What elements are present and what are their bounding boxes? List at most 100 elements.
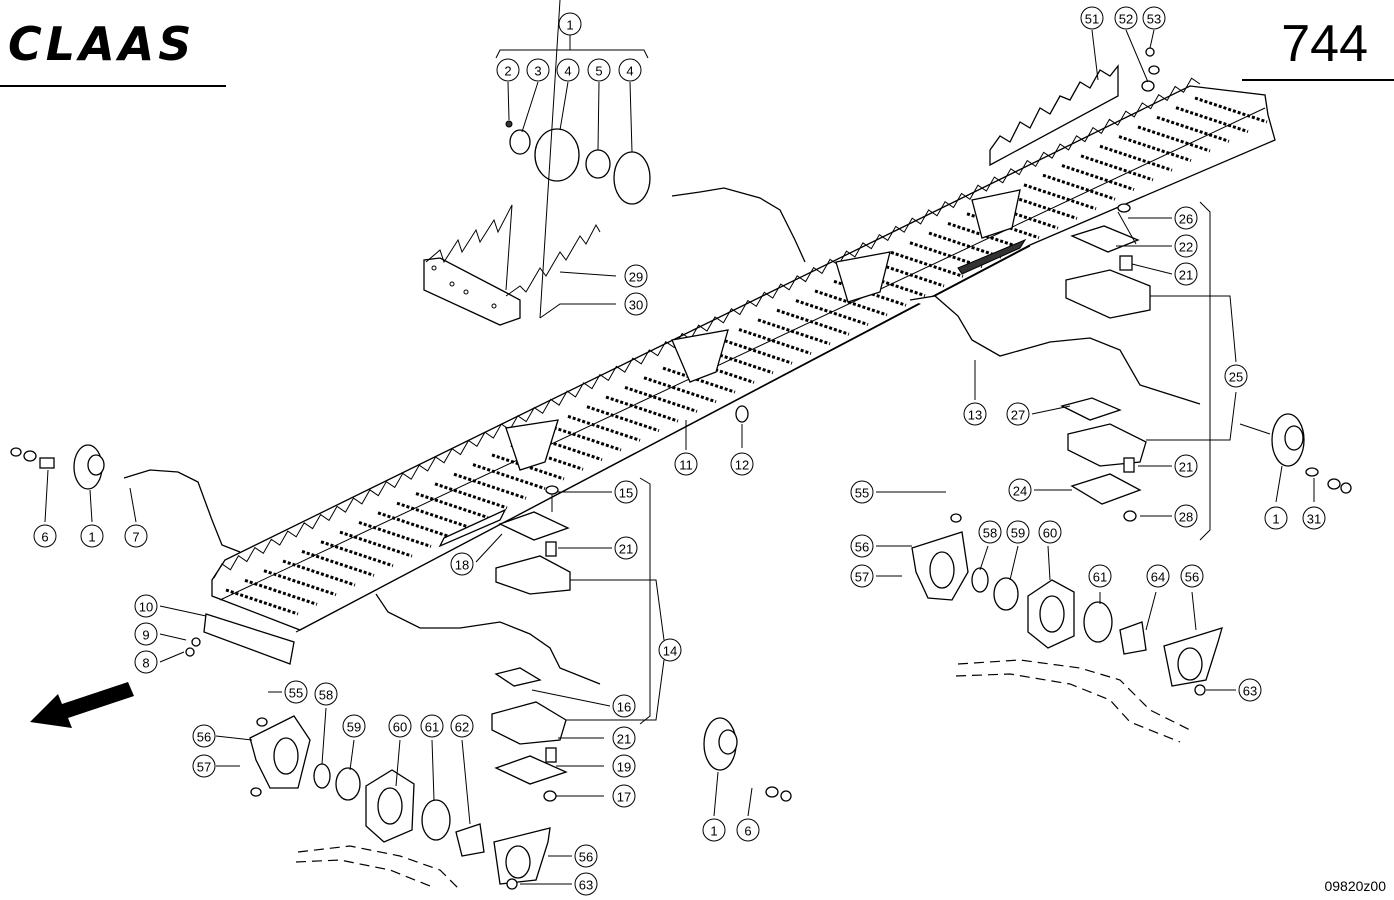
callout-9: 9 — [134, 622, 158, 646]
callout-58: 58 — [978, 520, 1002, 544]
callout-61: 61 — [1088, 564, 1112, 588]
sieve-row — [643, 376, 717, 404]
callout-circle — [1238, 678, 1262, 702]
callout-18: 18 — [450, 552, 474, 576]
callout-label: 26 — [1179, 212, 1193, 227]
callout-60: 60 — [1038, 520, 1062, 544]
callout-61: 61 — [420, 714, 444, 738]
callout-circle — [33, 524, 57, 548]
callout-circle — [850, 564, 874, 588]
callout-circle — [730, 452, 754, 476]
callout-circle — [342, 714, 366, 738]
callout-label: 30 — [629, 298, 643, 313]
callout-circle — [614, 536, 638, 560]
callout-30: 30 — [624, 292, 648, 316]
callout-circle — [1180, 564, 1204, 588]
guide-rail-plate — [423, 257, 521, 326]
straw-walker-assembly — [211, 77, 1276, 633]
callout-circle — [612, 754, 636, 778]
callout-57: 57 — [850, 564, 874, 588]
callout-21: 21 — [612, 726, 636, 750]
callout-21: 21 — [1174, 454, 1198, 478]
sieve-row — [396, 501, 470, 529]
callout-14: 14 — [658, 638, 682, 662]
sieve-row — [1099, 144, 1173, 172]
callout-label: 27 — [1011, 408, 1025, 423]
part-ball — [505, 120, 513, 128]
callout-1: 1 — [80, 524, 104, 548]
callout-label: 18 — [455, 558, 469, 573]
bearing-block-25-bottom — [1060, 397, 1147, 522]
callout-label: 59 — [1011, 526, 1025, 541]
callout-label: 59 — [347, 720, 361, 735]
callout-circle — [1174, 262, 1198, 286]
sieve-row — [776, 308, 850, 336]
callout-circle — [556, 58, 580, 82]
callout-circle — [612, 784, 636, 808]
callout-label: 7 — [132, 530, 139, 545]
callout-57: 57 — [192, 754, 216, 778]
callout-52: 52 — [1114, 6, 1138, 30]
callout-circle — [612, 694, 636, 718]
sieve-row — [814, 289, 888, 317]
callout-circle — [1174, 206, 1198, 230]
callout-label: 61 — [1093, 570, 1107, 585]
callout-circle — [80, 524, 104, 548]
rail-hole — [491, 303, 497, 309]
callout-29: 29 — [624, 264, 648, 288]
callout-56: 56 — [1180, 564, 1204, 588]
callout-circle — [978, 520, 1002, 544]
sieve-row — [244, 578, 318, 606]
shaft-outline-left — [295, 859, 431, 887]
callout-28: 28 — [1174, 504, 1198, 528]
callout-circle — [574, 844, 598, 868]
callout-1: 1 — [702, 818, 726, 842]
callout-62: 62 — [450, 714, 474, 738]
walker-step-lobe — [671, 329, 729, 383]
callout-label: 63 — [1243, 684, 1257, 699]
callout-circle — [587, 58, 611, 82]
claas-logo-text: CLAAS — [8, 17, 195, 70]
callout-label: 57 — [855, 570, 869, 585]
rail-hole — [431, 265, 437, 271]
callout-56: 56 — [850, 534, 874, 558]
sieve-row — [282, 559, 356, 587]
bracket-56-right — [911, 531, 1223, 687]
sieve-row — [757, 318, 831, 346]
part-bushing — [509, 129, 531, 155]
callout-27: 27 — [1006, 402, 1030, 426]
sieve-row — [1194, 96, 1268, 124]
callout-circle — [134, 622, 158, 646]
guide-rail-29 — [423, 204, 601, 326]
callout-8: 8 — [134, 650, 158, 674]
callout-label: 2 — [504, 64, 511, 79]
callout-label: 57 — [197, 760, 211, 775]
callout-label: 52 — [1119, 12, 1133, 27]
callout-circle — [1142, 6, 1166, 30]
callout-circle — [1146, 564, 1170, 588]
callout-label: 21 — [619, 542, 633, 557]
callout-circle — [614, 480, 638, 504]
sieve-row — [909, 241, 983, 269]
guide-rail-51 — [989, 64, 1119, 167]
bearing-disc — [703, 717, 738, 771]
callout-circle — [558, 12, 582, 36]
claas-logo: CLAAS — [8, 17, 195, 70]
callout-circle — [1302, 506, 1326, 530]
shaft-outline-right — [955, 673, 1181, 743]
sieve-row — [358, 521, 432, 548]
sieve-row — [586, 405, 660, 433]
callout-circle — [134, 650, 158, 674]
callout-1: 1 — [558, 12, 582, 36]
travel-direction-arrow — [30, 682, 134, 728]
walker-step-lobe — [835, 251, 891, 303]
callout-label: 24 — [1013, 484, 1027, 499]
callout-10: 10 — [134, 594, 158, 618]
sieve-row — [339, 530, 413, 558]
walker-bottom-edge — [295, 245, 1031, 633]
callout-circle — [1038, 520, 1062, 544]
sieve-row — [301, 549, 375, 577]
callout-2: 2 — [496, 58, 520, 82]
callout-label: 56 — [1185, 570, 1199, 585]
